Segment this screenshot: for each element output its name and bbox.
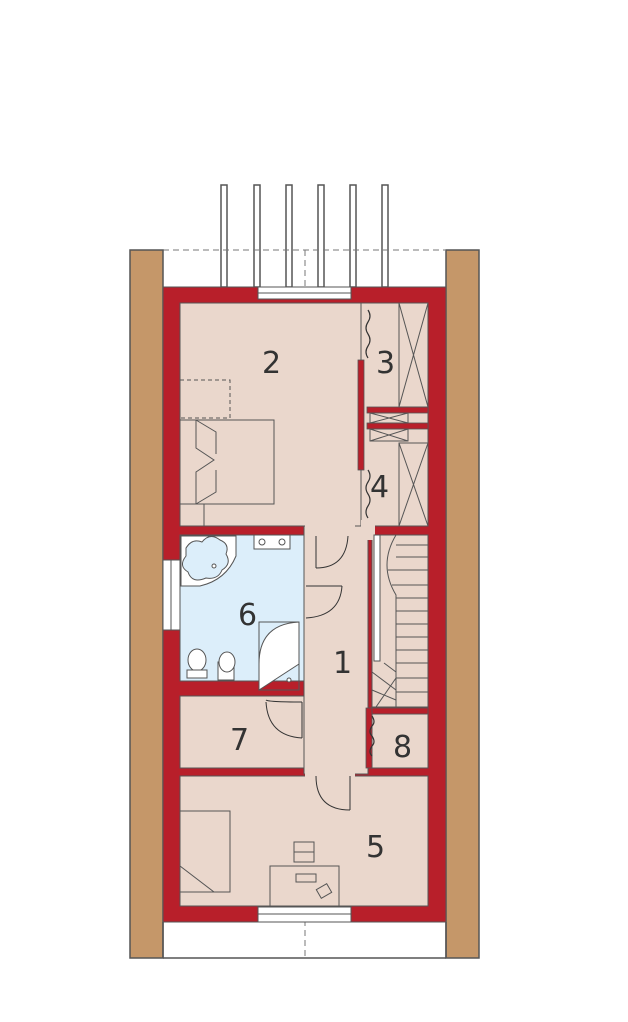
ground-outline: [162, 922, 447, 959]
wardrobes: [369, 302, 429, 527]
bed-room-2: [179, 379, 275, 526]
corridor-openings: [305, 520, 375, 780]
room-1-label: 1: [333, 646, 352, 681]
room-8-label: 8: [393, 730, 412, 765]
room-5-furniture: [179, 810, 340, 907]
room-3-label: 3: [376, 346, 395, 381]
room-2-label: 2: [262, 346, 281, 381]
room-7-floor: [179, 695, 305, 769]
room-8-floor: [371, 713, 429, 769]
room-7-label: 7: [230, 723, 249, 758]
room-6-label: 6: [238, 598, 257, 633]
partitions: [357, 359, 429, 769]
outer-wall-right: [445, 249, 480, 959]
room-4-label: 4: [370, 470, 389, 505]
doors: [265, 535, 351, 811]
bathroom-fixtures: [180, 534, 300, 691]
windows: [162, 286, 352, 923]
outer-wall-left: [129, 249, 164, 959]
curtains: [365, 309, 375, 757]
room-5-label: 5: [366, 830, 385, 865]
room-1-floor: [303, 525, 369, 775]
stairs: [371, 534, 428, 708]
balcony-railing: [220, 184, 389, 288]
